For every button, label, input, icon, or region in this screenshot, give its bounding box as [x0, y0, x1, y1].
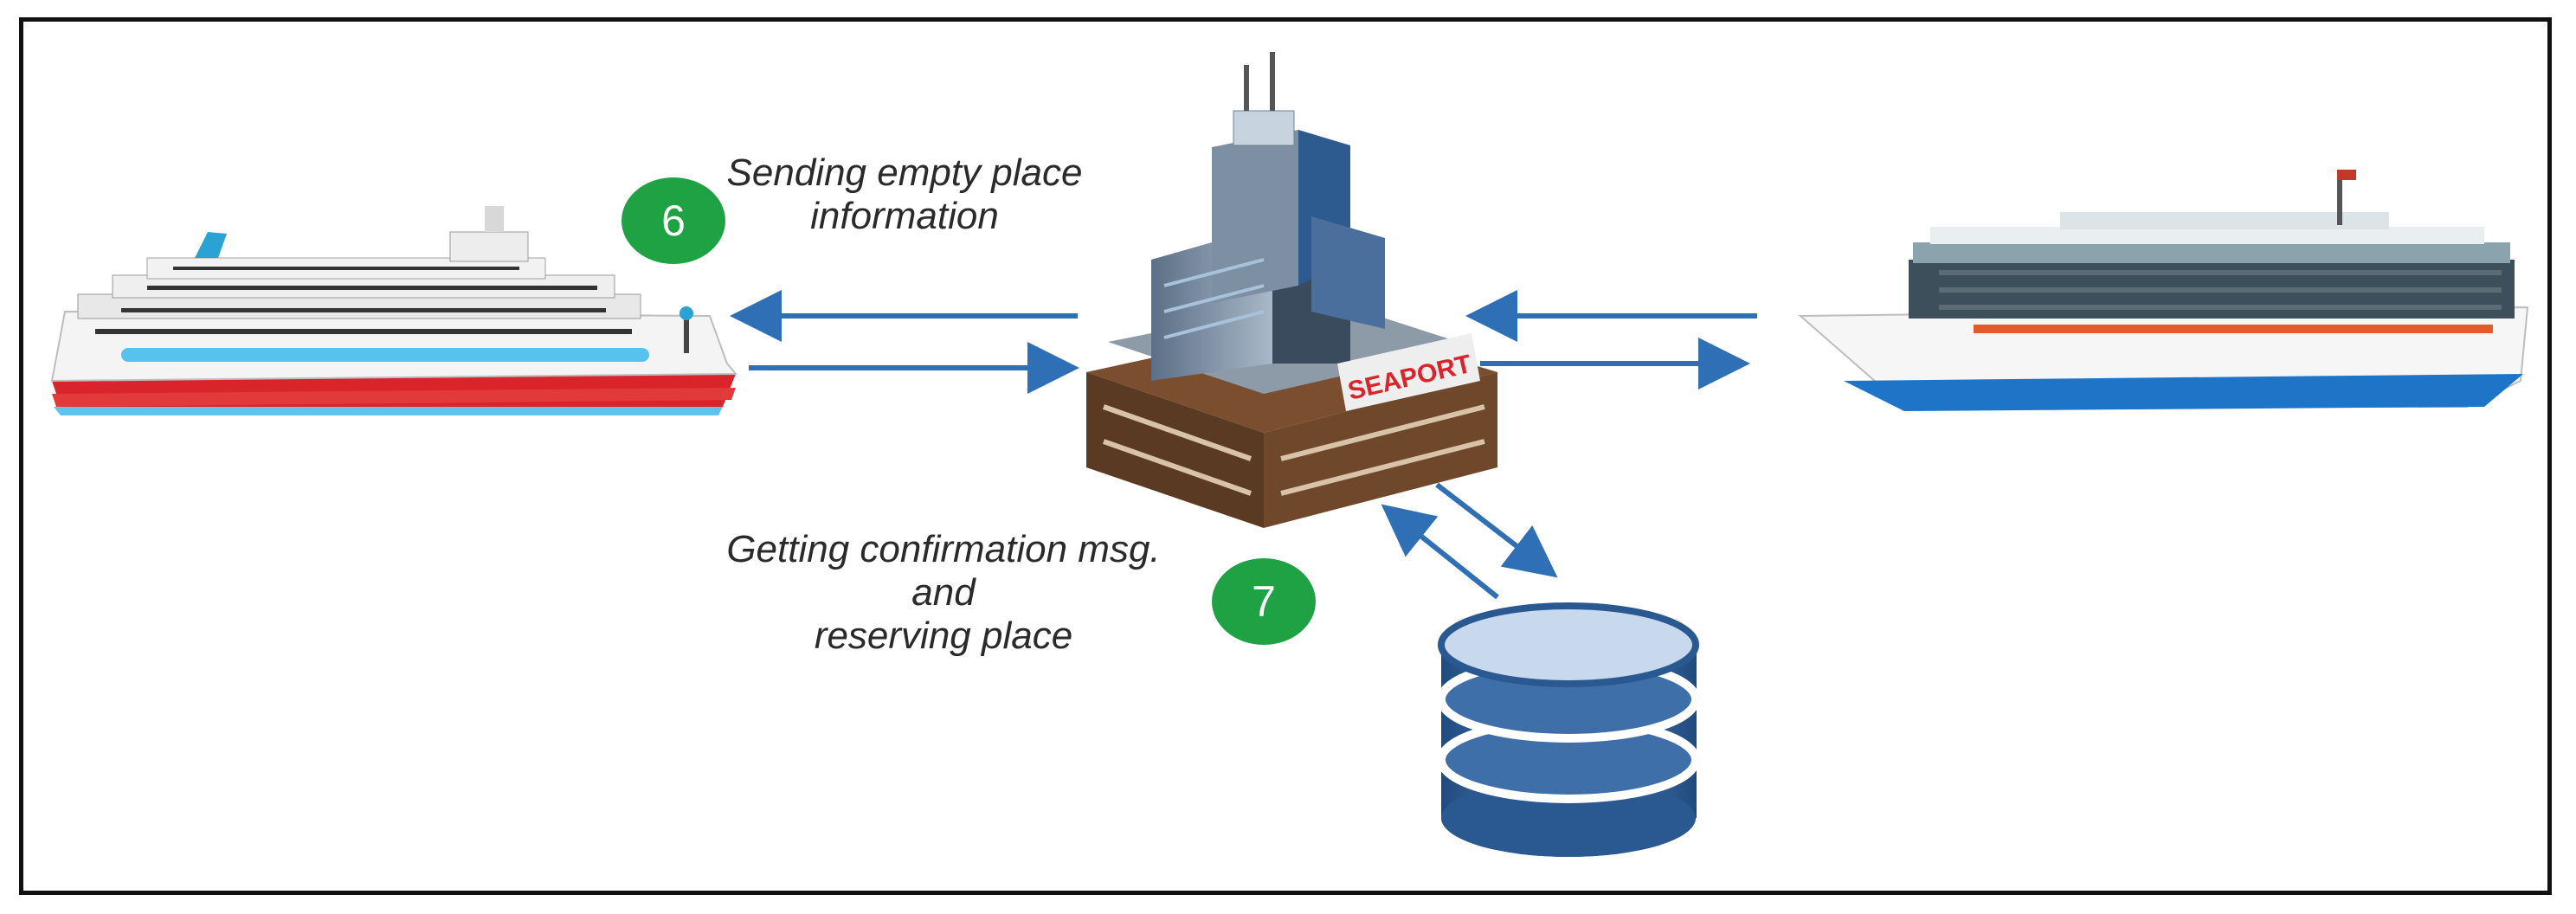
arrow-database-to-building: [1381, 504, 1499, 600]
step-7-label-line: reserving place: [814, 615, 1073, 657]
step-6-label: Sending empty place information: [718, 151, 1091, 238]
step-7-label-line: Getting confirmation msg.: [726, 528, 1161, 570]
right-cruise-ship: [1798, 170, 2529, 411]
database-icon: [1437, 602, 1700, 857]
step-6-badge: 6: [621, 177, 725, 264]
step-7-label-line: and: [911, 571, 976, 614]
arrows: [730, 290, 1757, 600]
step-6-label-line: information: [810, 195, 999, 237]
left-cruise-ship: [50, 206, 738, 415]
step-6-label-line: Sending empty place: [726, 151, 1083, 194]
arrow-building-to-database: [1435, 482, 1558, 578]
step-7-label: Getting confirmation msg. and reserving …: [718, 528, 1169, 658]
seaport-building: SEAPORT: [1086, 52, 1497, 528]
step-7-badge: 7: [1212, 558, 1316, 645]
